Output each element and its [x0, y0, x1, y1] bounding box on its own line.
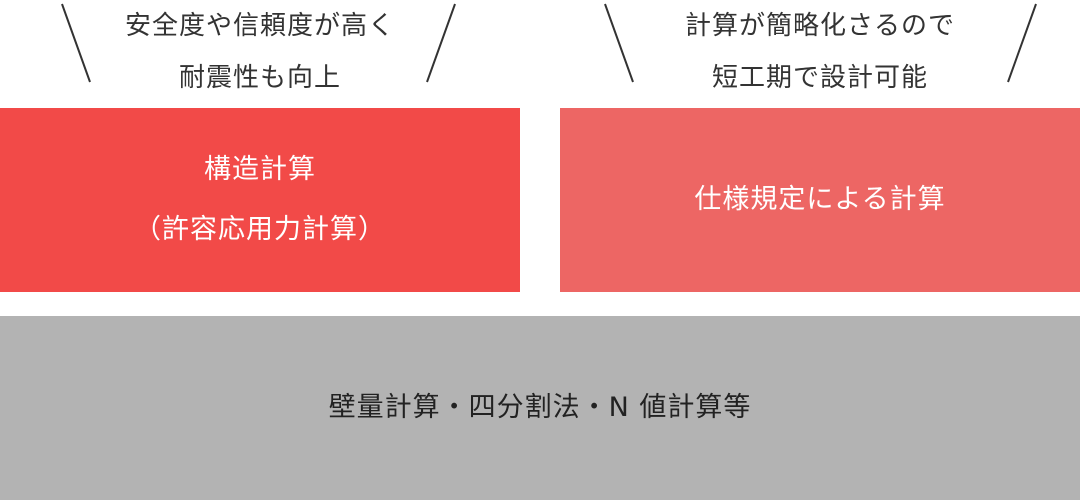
structural-calculation-title: 構造計算 [204, 154, 316, 185]
callout-left-line-1: 安全度や信頼度が高く [124, 11, 395, 41]
right-callout-left-slash [604, 3, 634, 83]
specification-calculation-box: 仕様規定による計算 [560, 108, 1080, 292]
callout-right: 計算が簡略化さるので 短工期で設計可能 [630, 0, 1010, 100]
right-callout-right-slash [1007, 3, 1037, 83]
wall-quantity-calculation-title: 壁量計算・四分割法・N 値計算等 [328, 392, 752, 423]
structural-calculation-subtitle: （許容応用力計算） [134, 214, 386, 245]
callout-brackets [61, 3, 1037, 83]
specification-calculation-title: 仕様規定による計算 [694, 184, 946, 215]
left-callout-left-slash [61, 3, 91, 83]
wall-quantity-calculation-box: 壁量計算・四分割法・N 値計算等 [0, 316, 1080, 500]
callout-right-line-1: 計算が簡略化さるので [684, 11, 955, 41]
callout-left-line-2: 耐震性も向上 [178, 63, 341, 93]
callout-right-line-2: 短工期で設計可能 [711, 63, 928, 93]
left-callout-right-slash [426, 3, 456, 83]
structural-calculation-box: 構造計算 （許容応用力計算） [0, 108, 520, 292]
callout-left: 安全度や信頼度が高く 耐震性も向上 [90, 0, 430, 100]
